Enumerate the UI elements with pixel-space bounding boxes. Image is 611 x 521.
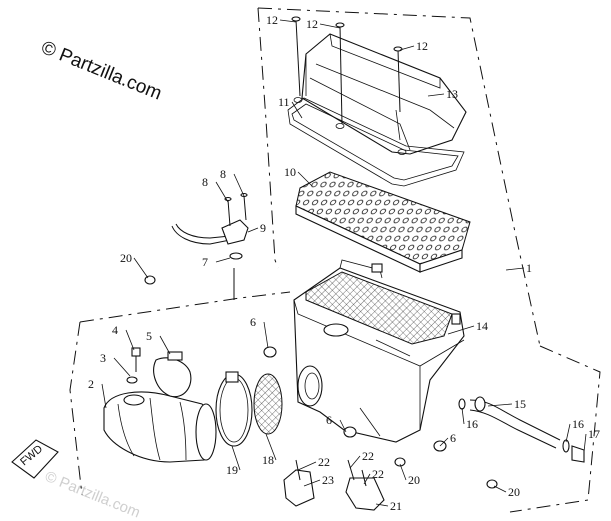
leader-line-c9 xyxy=(247,227,259,233)
callout-c20a: 20 xyxy=(120,251,132,265)
leader-line-c20a xyxy=(133,257,149,279)
copyright-watermark: © Partzilla.com xyxy=(38,37,165,104)
leader-line-c11 xyxy=(291,101,303,119)
leader-line-c8b xyxy=(233,173,245,197)
leader-line-c10 xyxy=(297,171,313,187)
callout-c20b: 20 xyxy=(408,473,420,487)
leader-line-c16b xyxy=(565,423,571,443)
leader-line-c12b xyxy=(319,23,341,29)
callout-c19: 19 xyxy=(226,463,238,477)
cover-screws xyxy=(291,16,403,125)
leader-line-c6a xyxy=(263,321,269,349)
airbox-body xyxy=(293,259,465,443)
callout-c17: 17 xyxy=(588,427,600,441)
grommets-and-bolts xyxy=(144,275,498,489)
callout-c2: 2 xyxy=(88,377,94,391)
callout-c9: 9 xyxy=(260,221,266,235)
callout-c22c: 22 xyxy=(372,467,384,481)
callout-c8b: 8 xyxy=(220,167,226,181)
assembly-outline-lower xyxy=(69,268,601,513)
callout-c23: 23 xyxy=(322,473,334,487)
intake-duct xyxy=(103,391,217,463)
intake-screen xyxy=(253,373,283,435)
callout-c12a: 12 xyxy=(266,13,278,27)
leader-line-c16a xyxy=(461,407,465,425)
leader-line-c4 xyxy=(125,329,135,351)
callout-c6c: 6 xyxy=(450,431,456,445)
callout-c12c: 12 xyxy=(416,39,428,53)
leader-line-c7 xyxy=(215,257,231,263)
leader-line-c8a xyxy=(215,181,229,203)
callout-c15: 15 xyxy=(514,397,526,411)
leader-line-c22b xyxy=(349,455,361,469)
hose-clamp xyxy=(215,371,253,447)
leader-line-c6b xyxy=(339,419,347,433)
callout-c3: 3 xyxy=(100,351,106,365)
callout-c5: 5 xyxy=(146,329,152,343)
leader-line-c21 xyxy=(375,503,389,507)
callout-c6a: 6 xyxy=(250,315,256,329)
assembly-outline-upper xyxy=(257,7,541,347)
callout-c10: 10 xyxy=(284,165,296,179)
callout-c4: 4 xyxy=(112,323,118,337)
callout-c12b: 12 xyxy=(306,17,318,31)
callout-c14: 14 xyxy=(476,319,488,333)
callout-c7: 7 xyxy=(202,255,208,269)
callout-c22a: 22 xyxy=(318,455,330,469)
leader-line-c19 xyxy=(231,445,241,471)
leader-line-c22a xyxy=(297,461,317,471)
callout-c16b: 16 xyxy=(572,417,584,431)
callout-c22b: 22 xyxy=(362,449,374,463)
leader-line-c13 xyxy=(427,93,445,97)
leader-line-c12a xyxy=(279,19,297,23)
leader-line-c18 xyxy=(265,433,277,461)
leader-line-c22c xyxy=(363,473,371,485)
breather-assembly xyxy=(171,192,249,260)
leader-line-c1 xyxy=(505,267,525,271)
callout-c18: 18 xyxy=(262,453,274,467)
leader-line-c20b xyxy=(399,463,407,481)
leader-line-c6c xyxy=(439,437,449,447)
callout-c6b: 6 xyxy=(326,413,332,427)
leader-line-c14 xyxy=(447,325,475,335)
callout-c20c: 20 xyxy=(508,485,520,499)
leader-line-c3 xyxy=(113,357,131,377)
leader-line-c20c xyxy=(493,485,507,493)
leader-line-c12c xyxy=(399,45,415,51)
leader-line-c23 xyxy=(303,479,321,487)
callout-c16a: 16 xyxy=(466,417,478,431)
cover-gasket xyxy=(287,97,465,187)
drain-hose xyxy=(458,396,585,463)
leader-lines xyxy=(101,19,587,507)
leader-line-c15 xyxy=(487,403,513,407)
callout-c11: 11 xyxy=(278,95,290,109)
callout-c21: 21 xyxy=(390,499,402,513)
leader-line-c2 xyxy=(101,383,107,409)
filter-element xyxy=(295,171,471,273)
callout-c8a: 8 xyxy=(202,175,208,189)
footer-watermark: © Partzilla.com xyxy=(43,468,143,521)
leader-line-c5 xyxy=(159,335,171,355)
leader-line-c17 xyxy=(583,433,587,453)
duct-fittings xyxy=(126,347,192,398)
mounting-brackets xyxy=(283,459,385,511)
callout-c1: 1 xyxy=(526,261,532,275)
callout-c13: 13 xyxy=(446,87,458,101)
